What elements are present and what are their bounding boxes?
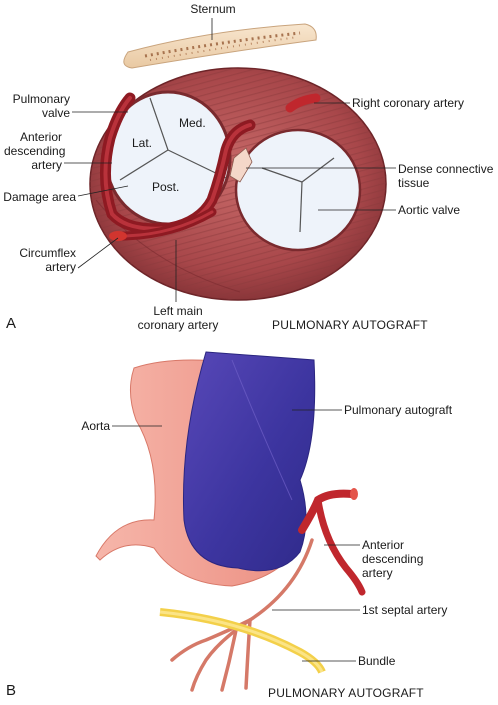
pulmonary-valve-label: Pulmonary valve: [12, 92, 70, 120]
panel-b-letter: B: [6, 682, 17, 699]
pulmonary-autograft-label: Pulmonary autograft: [344, 403, 453, 417]
panel-a-leader-lines: [64, 18, 396, 302]
anterior-descending-artery-label: Anterior descending artery: [4, 130, 66, 172]
bundle-label: Bundle: [358, 654, 396, 668]
dense-connective-tissue-label: Dense connective tissue: [398, 162, 494, 190]
pulmonary-autograft-shape: [182, 351, 316, 572]
aorta-label: Aorta: [81, 419, 110, 433]
panel-b-caption: PULMONARY AUTOGRAFT: [268, 686, 424, 700]
bundle-shape: [159, 608, 326, 674]
panel-b-anterior-descending-artery-label: Anterior descending artery: [362, 538, 424, 580]
panel-b-coronary-arteries: [298, 488, 366, 596]
left-main-coronary-artery-label: Left main coronary artery: [137, 304, 219, 332]
panel-a-letter: A: [6, 315, 17, 332]
sternum-label: Sternum: [190, 2, 236, 16]
circumflex-cut-end: [109, 231, 127, 241]
panel-a-caption: PULMONARY AUTOGRAFT: [272, 318, 428, 332]
sternum-shape: [123, 23, 317, 69]
damage-area-shape: [229, 147, 253, 183]
right-coronary-artery-label: Right coronary artery: [352, 96, 465, 110]
first-septal-artery-label: 1st septal artery: [362, 603, 448, 617]
panel-b-leader-lines: [112, 409, 360, 662]
cusp-post-label: Post.: [152, 180, 179, 194]
cusp-med-label: Med.: [179, 116, 206, 130]
circumflex-artery-label: Circumflex artery: [19, 246, 76, 274]
damage-area-label: Damage area: [3, 190, 76, 204]
aortic-valve-shape: [234, 128, 362, 252]
coronary-arteries: [99, 92, 321, 241]
cusp-lat-label: Lat.: [132, 136, 152, 150]
aortic-valve-label: Aortic valve: [398, 203, 461, 217]
